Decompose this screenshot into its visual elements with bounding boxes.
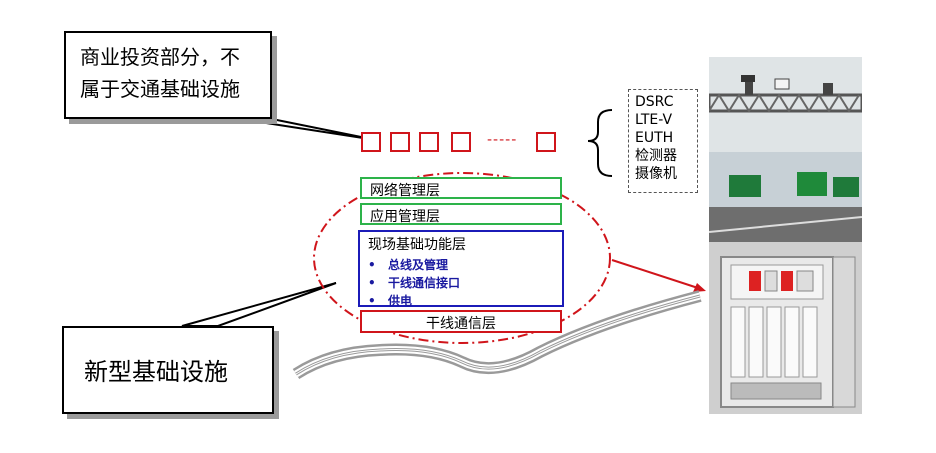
device-square-2 [390, 132, 410, 152]
layer-label: 网络管理层 [370, 183, 440, 199]
layer-label: 现场基础功能层 [368, 237, 466, 253]
arrow-to-cabinet [611, 259, 699, 289]
device-item: EUTH [635, 130, 674, 146]
callout-text-line2: 属于交通基础设施 [80, 77, 240, 101]
field-function-items: •总线及管理 •干线通信接口 •供电 [368, 256, 460, 310]
squares-separator: ----- [487, 132, 518, 148]
infrastructure-ellipse [313, 172, 611, 344]
trunk-communication-layer: 干线通信层 [360, 310, 562, 333]
device-brace [587, 109, 613, 177]
device-square-5 [536, 132, 556, 152]
device-item: 摄像机 [635, 166, 677, 182]
device-item: DSRC [635, 94, 674, 110]
device-list: DSRC LTE-V EUTH 检测器 摄像机 [628, 89, 698, 193]
new-infrastructure-callout: 新型基础设施 [62, 326, 274, 414]
commercial-investment-callout: 商业投资部分，不 属于交通基础设施 [64, 31, 272, 119]
callout-tail-new-infra [181, 282, 337, 327]
callout-tail-commercial [239, 118, 377, 141]
arrow-head [693, 283, 706, 292]
network-management-layer: 网络管理层 [360, 177, 562, 199]
list-item: •供电 [368, 294, 413, 308]
layer-label: 应用管理层 [370, 209, 440, 225]
application-management-layer: 应用管理层 [360, 203, 562, 225]
list-item: •总线及管理 [368, 258, 449, 272]
device-square-1 [361, 132, 381, 152]
trunk-cable-graphic [292, 290, 702, 380]
layer-label: 干线通信层 [426, 316, 496, 332]
device-item: 检测器 [635, 148, 677, 164]
callout-text-line1: 商业投资部分，不 [80, 45, 240, 69]
field-function-layer: 现场基础功能层 •总线及管理 •干线通信接口 •供电 [358, 230, 564, 310]
roadside-equipment-photo [709, 57, 862, 414]
device-item: LTE-V [635, 112, 673, 128]
list-item: •干线通信接口 [368, 276, 461, 290]
device-square-4 [451, 132, 471, 152]
device-square-3 [419, 132, 439, 152]
